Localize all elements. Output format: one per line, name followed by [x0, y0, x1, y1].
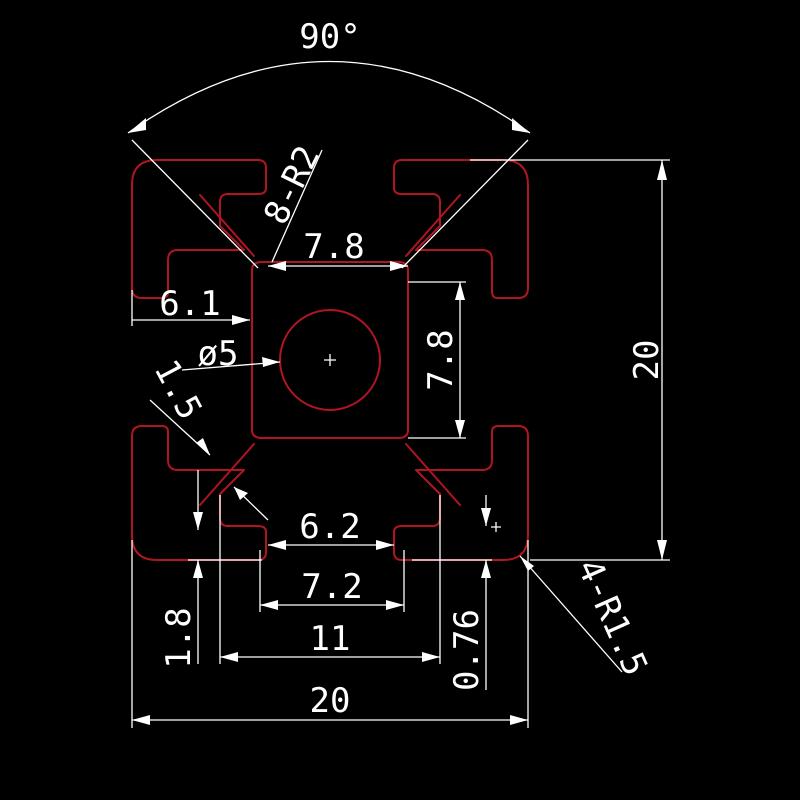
angle-label: 90°: [299, 17, 360, 57]
lip-thickness-label: 1.8: [159, 607, 199, 668]
fillet-r15-label: 4-R1.5: [569, 553, 656, 681]
overall-width-label: 20: [310, 681, 351, 721]
slot-width-top-label: 7.8: [303, 227, 364, 267]
dimension-labels: 90° 8-R2 7.8 7.8 6.1 ø5 1.5 6.2 20 7.2 1…: [146, 17, 667, 721]
center-mark: [324, 354, 336, 366]
slot-opening-label: 6.2: [299, 507, 360, 547]
slot-inner-width-label: 7.2: [301, 567, 362, 607]
center-hole: [279, 309, 381, 411]
slot-outer-width-label: 11: [310, 619, 351, 659]
hole-diameter-label: ø5: [198, 334, 239, 374]
height-right-label: 7.8: [421, 329, 461, 390]
dimension-lines: [127, 60, 670, 728]
fillet-center-mark: [491, 522, 501, 532]
lip-offset-label: 0.76: [447, 609, 487, 691]
slot-depth-label: 6.1: [159, 284, 220, 324]
overall-height-label: 20: [627, 340, 667, 381]
